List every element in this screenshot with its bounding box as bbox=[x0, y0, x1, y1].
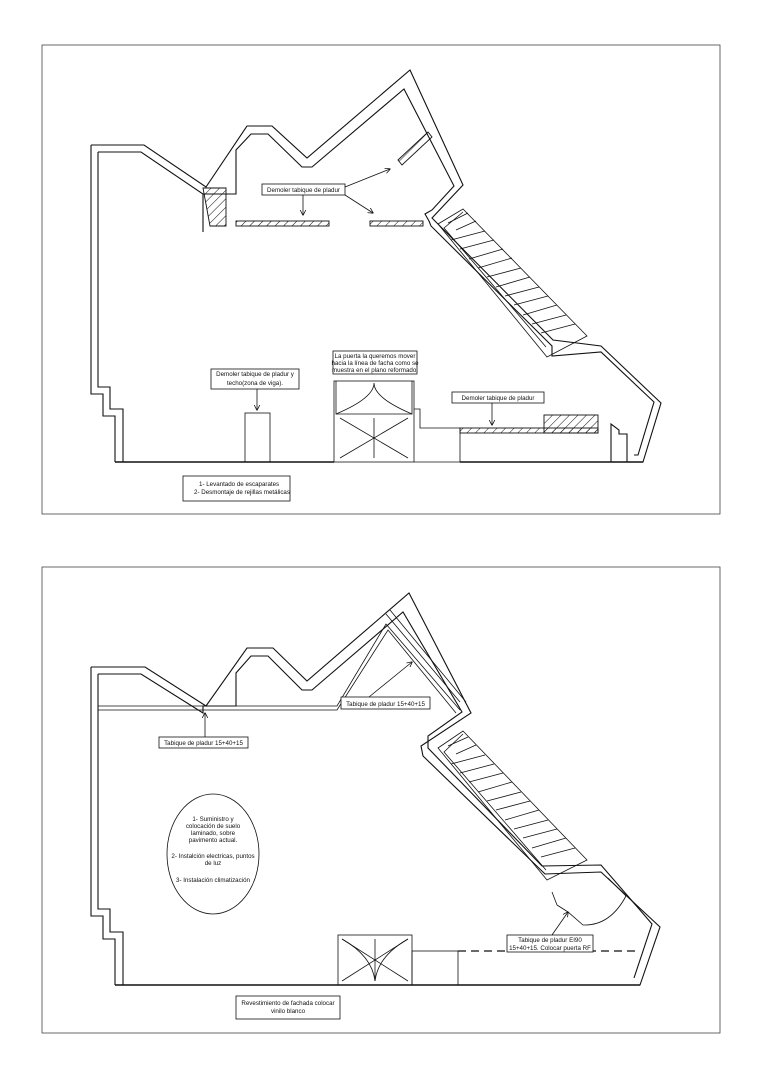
svg-text:Demoler tabique de pladur y: Demoler tabique de pladur y bbox=[216, 371, 295, 378]
inner-wall-left bbox=[97, 674, 124, 985]
svg-text:Tabique de pladur 15+40+15: Tabique de pladur 15+40+15 bbox=[346, 701, 425, 708]
label-demoler-left: Demoler tabique de pladur y techo(zona d… bbox=[210, 368, 300, 410]
demolition-wall-center-1 bbox=[235, 220, 330, 227]
svg-text:La puerta la queremos mover: La puerta la queremos mover bbox=[335, 353, 416, 360]
label-tabique-left: Tabique de pladur 15+40+15 bbox=[158, 713, 249, 749]
notes-ellipse: 1- Suministro y colocación de suelo lami… bbox=[166, 793, 260, 915]
svg-text:de luz: de luz bbox=[205, 860, 222, 867]
svg-text:laminado, sobre: laminado, sobre bbox=[191, 830, 236, 837]
plan-before-frame bbox=[41, 44, 721, 515]
svg-text:Demoler tabique de pladur: Demoler tabique de pladur bbox=[267, 187, 340, 194]
svg-text:1- Levantado de escaparates: 1- Levantado de escaparates bbox=[199, 481, 279, 488]
plan-after-frame bbox=[41, 566, 721, 1034]
tasks-box: 1- Levantado de escaparates 2- Desmontaj… bbox=[182, 475, 291, 502]
svg-text:1- Suministro y: 1- Suministro y bbox=[192, 816, 234, 823]
label-tabique-ei90: Tabique de pladur EI90 15+40+15. Colocar… bbox=[506, 912, 594, 953]
svg-text:2- Instalción electricas, punt: 2- Instalción electricas, puntos bbox=[171, 853, 254, 860]
rf-door bbox=[551, 877, 627, 926]
svg-text:2- Desmontaje de rejillas metá: 2- Desmontaje de rejillas metálicas bbox=[194, 489, 290, 496]
svg-text:Demoler tabique de pladur: Demoler tabique de pladur bbox=[462, 395, 535, 402]
plan-before: Demoler tabique de pladur Demoler tabiqu… bbox=[41, 44, 721, 515]
svg-text:3- Instalación climatización: 3- Instalación climatización bbox=[176, 877, 250, 884]
inner-wall bbox=[98, 88, 655, 456]
new-partition-top bbox=[98, 623, 461, 714]
svg-text:Revestimiento de fachada coloc: Revestimiento de fachada colocar bbox=[241, 1000, 334, 1007]
svg-text:pavimento actual.: pavimento actual. bbox=[189, 837, 238, 844]
svg-text:hacia la línea de facha como s: hacia la línea de facha como se bbox=[331, 360, 419, 367]
label-puerta-note: La puerta la queremos mover hacia la lín… bbox=[331, 350, 419, 375]
demolition-wall-center-2 bbox=[369, 220, 424, 227]
outer-wall bbox=[91, 69, 662, 463]
new-partition-diagonal bbox=[385, 609, 467, 703]
outer-wall bbox=[91, 592, 661, 986]
svg-text:techo(zona de viga).: techo(zona de viga). bbox=[227, 380, 283, 387]
column bbox=[244, 412, 271, 463]
label-demoler-top: Demoler tabique de pladur bbox=[261, 169, 390, 215]
svg-text:muestra en el plano reformado.: muestra en el plano reformado. bbox=[332, 367, 418, 374]
label-fachada: Revestimiento de fachada colocar vinilo … bbox=[235, 995, 341, 1020]
svg-text:Tabique de pladur 15+40+15: Tabique de pladur 15+40+15 bbox=[164, 740, 243, 747]
stair bbox=[437, 208, 588, 358]
inner-wall bbox=[98, 611, 653, 979]
svg-text:colocación de suelo: colocación de suelo bbox=[186, 823, 241, 830]
plan-after: Tabique de pladur 15+40+15 Tabique de pl… bbox=[41, 566, 721, 1034]
recess-right bbox=[411, 950, 459, 986]
recess-right bbox=[414, 408, 461, 463]
svg-text:15+40+15. Colocar puerta RF: 15+40+15. Colocar puerta RF bbox=[509, 945, 591, 952]
demolition-wall-diagonal bbox=[397, 131, 433, 166]
stair bbox=[437, 730, 588, 881]
double-door bbox=[333, 380, 415, 463]
svg-text:vinilo blanco: vinilo blanco bbox=[271, 1008, 306, 1015]
outer-wall-left bbox=[90, 667, 116, 985]
double-door bbox=[337, 934, 413, 986]
label-tabique-top: Tabique de pladur 15+40+15 bbox=[340, 662, 431, 710]
outer-wall-left bbox=[90, 145, 116, 462]
demolition-block-right bbox=[543, 414, 599, 434]
demolition-wall-left bbox=[202, 187, 227, 227]
inner-wall-left bbox=[97, 152, 124, 462]
label-demoler-right: Demoler tabique de pladur bbox=[451, 391, 545, 425]
svg-text:Tabique de pladur EI90: Tabique de pladur EI90 bbox=[518, 937, 582, 944]
